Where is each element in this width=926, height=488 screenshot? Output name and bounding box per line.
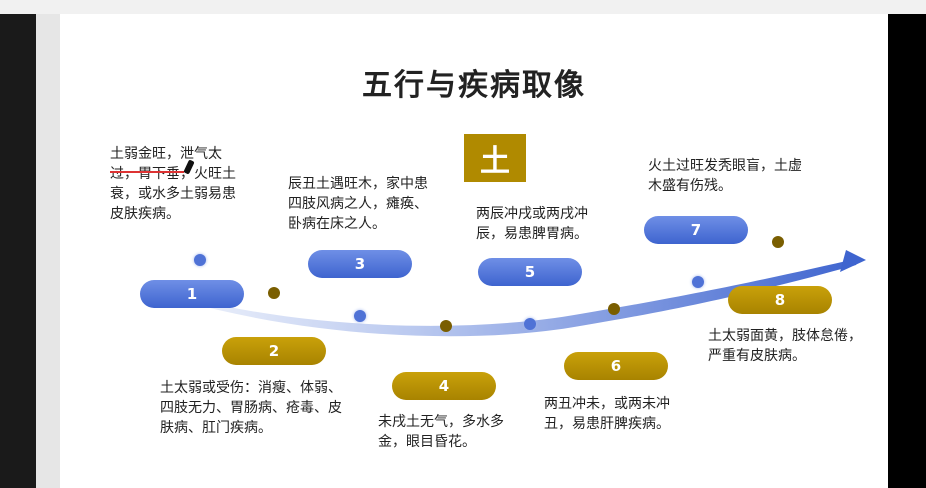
item-4-description: 未戌土无气，多水多金，眼目昏花。 [378,414,504,450]
item-8-dot [772,236,784,248]
item-7-pill[interactable]: 7 [644,216,748,244]
item-7-dot [692,276,704,288]
item-1-pill[interactable]: 1 [140,280,244,308]
item-6-description: 两丑冲未，或两未冲丑，易患肝脾疾病。 [544,396,670,432]
item-7-description: 火土过旺发秃眼盲，土虚木盛有伤残。 [648,158,802,194]
item-3-dot [354,310,366,322]
item-2-pill[interactable]: 2 [222,337,326,365]
item-8-description: 土太弱面黄，肢体怠倦，严重有皮肤病。 [708,328,862,364]
slide-canvas: 五行与疾病取像 土 土弱金旺，泄气太过，胃下垂，火旺土衰，或水多土弱易患皮肤疾病… [60,14,888,488]
item-3-pill[interactable]: 3 [308,250,412,278]
item-6-dot [608,303,620,315]
item-4-dot [440,320,452,332]
item-6-pill[interactable]: 6 [564,352,668,380]
item-4-pill[interactable]: 4 [392,372,496,400]
timeline-arrow-head [840,250,866,272]
item-1-description: 土弱金旺，泄气太过，胃下垂，火旺土衰，或水多土弱易患皮肤疾病。 [110,146,236,222]
left-gutter [0,14,40,488]
item-2-description: 土太弱或受伤：消瘦、体弱、四肢无力、胃肠病、疮毒、皮肤病、肛门疾病。 [160,380,342,436]
timeline-arrow-body [180,258,860,337]
item-8-pill[interactable]: 8 [728,286,832,314]
item-5-pill[interactable]: 5 [478,258,582,286]
item-5-description: 两辰冲戌或两戌冲辰，易患脾胃病。 [476,206,588,242]
item-5-dot [524,318,536,330]
right-gutter [888,14,926,488]
slide-title: 五行与疾病取像 [362,68,586,103]
item-1-dot [194,254,206,266]
slide-thumbnail-strip[interactable] [36,14,60,488]
item-3-description: 辰丑土遇旺木，家中患四肢风病之人，瘫痪、卧病在床之人。 [288,176,428,232]
earth-element-box: 土 [464,134,526,182]
timeline-curve [180,250,866,337]
top-bar [0,0,926,14]
item-2-dot [268,287,280,299]
text-underline-mark [110,171,184,173]
